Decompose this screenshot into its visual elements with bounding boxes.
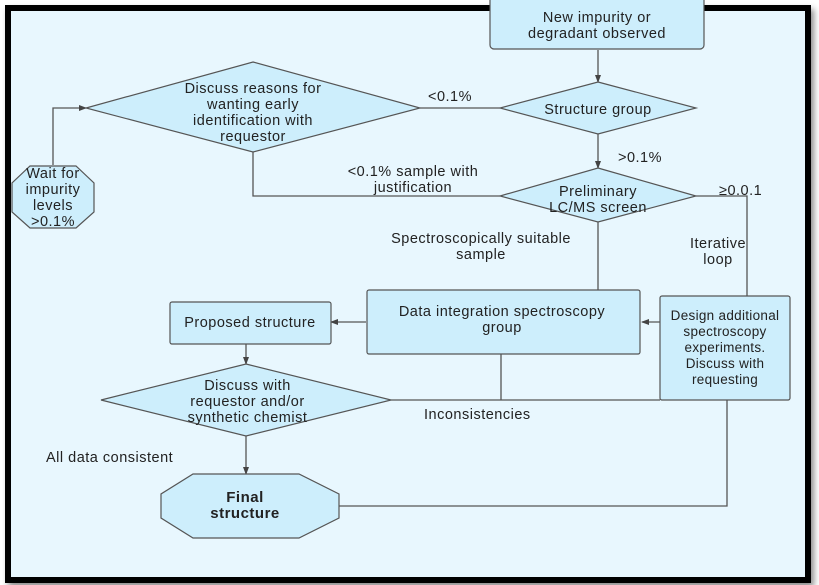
node-discuss-reasons xyxy=(83,61,423,153)
node-discuss-with xyxy=(100,363,392,437)
node-new-impurity xyxy=(489,0,705,50)
data-integration-label: Data integration spectroscopy group xyxy=(398,304,606,336)
node-preliminary xyxy=(497,167,699,223)
discuss-with-label: Discuss with requestor and/or synthetic … xyxy=(187,378,308,426)
edge-label-lt01-sample: <0.1% sample with justification xyxy=(347,164,479,196)
final-structure-label: Final structure xyxy=(210,489,280,522)
edge-label-spectro-suitable: Spectroscopically suitable sample xyxy=(391,231,571,263)
node-final-structure xyxy=(160,473,340,539)
edge-label-lt01: <0.1% xyxy=(428,89,473,105)
edge-label-all-consistent: All data consistent xyxy=(46,450,174,466)
edge-wait-to-discuss-reasons xyxy=(52,105,87,165)
edge-label-iterative: Iterative loop xyxy=(689,236,747,268)
node-design-additional xyxy=(659,295,791,401)
edge-label-ge001: ≥0.0.1 xyxy=(719,183,763,199)
preliminary-label: Preliminary LC/MS screen xyxy=(549,184,647,216)
proposed-structure-label: Proposed structure xyxy=(184,315,316,331)
edge-label-gt01: >0.1% xyxy=(618,150,663,166)
wait-label: Wait for impurity levels >0.1% xyxy=(25,166,81,230)
edge-preliminary-to-design xyxy=(696,195,748,296)
edge-discuss-reasons-to-preliminary xyxy=(252,152,500,197)
edge-label-inconsistencies: Inconsistencies xyxy=(424,407,531,423)
edge-design-to-final xyxy=(339,400,728,507)
new-impurity-label: New impurity or degradant observed xyxy=(528,10,666,42)
node-data-integration xyxy=(366,289,641,355)
discuss-reasons-label: Discuss reasons for wanting early identi… xyxy=(184,81,322,145)
node-structure-group xyxy=(497,81,699,135)
structure-group-label: Structure group xyxy=(544,102,652,118)
node-wait xyxy=(11,165,95,229)
design-additional-label: Design additional spectroscopy experimen… xyxy=(670,308,780,387)
node-proposed-structure xyxy=(169,301,332,345)
